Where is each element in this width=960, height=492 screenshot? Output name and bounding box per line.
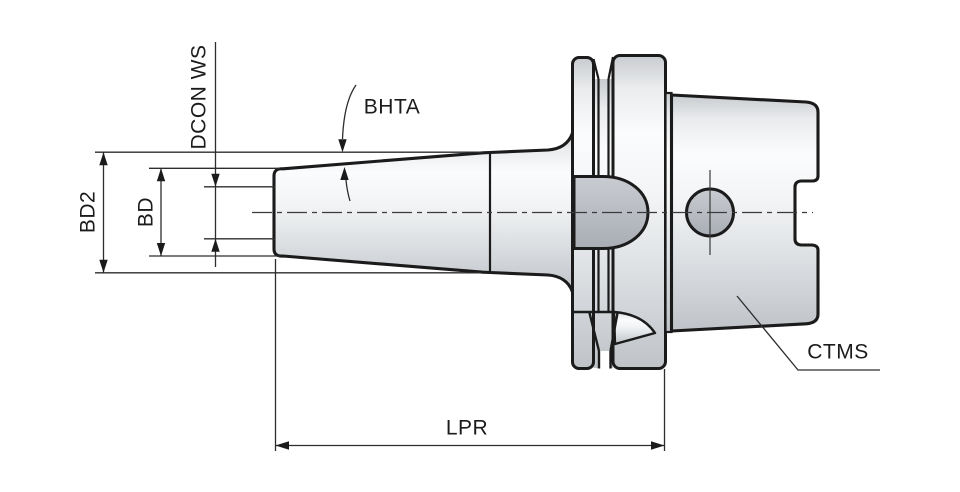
groove-v-notch xyxy=(594,56,612,78)
groove-section-beak xyxy=(612,310,657,346)
dim-label-ctms: CTMS xyxy=(807,340,869,364)
dim-label-lpr: LPR xyxy=(445,416,489,440)
dimension-arrowheads xyxy=(99,139,665,450)
dim-label-bhta: BHTA xyxy=(363,95,421,119)
dim-label-bd2: BD2 xyxy=(76,190,100,234)
dimension-lines xyxy=(95,42,880,451)
dim-label-bd: BD xyxy=(134,196,158,228)
drive-slot xyxy=(588,312,619,370)
dim-label-dcon-ws: DCON WS xyxy=(187,44,211,150)
